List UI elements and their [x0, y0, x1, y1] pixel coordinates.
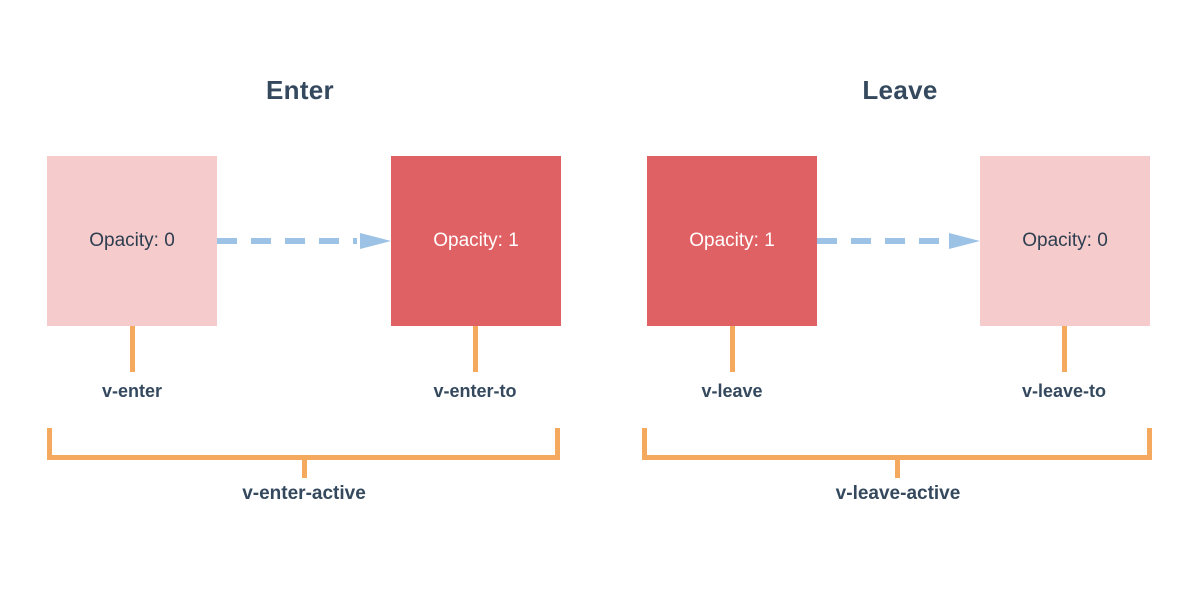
enter-transition-arrow: [217, 233, 391, 249]
leave-transition-arrow: [817, 233, 980, 249]
bracket-stem: [301, 460, 307, 478]
leave-active-label: v-leave-active: [835, 483, 961, 504]
leave-active-bracket: [642, 428, 1152, 478]
dashed-arrow-right-icon: [817, 233, 980, 249]
leave-to-tick: [1062, 326, 1067, 372]
panel-leave: Leave Opacity: 1 Opacity: 0 v-leave v-le…: [600, 0, 1200, 600]
bracket-right-arm: [555, 428, 560, 460]
enter-to-tick: [473, 326, 478, 372]
enter-from-tick: [130, 326, 135, 372]
enter-from-box: Opacity: 0: [47, 156, 217, 326]
enter-to-box: Opacity: 1: [391, 156, 561, 326]
leave-from-state-label: v-leave: [701, 381, 763, 401]
bracket-right-arm: [1147, 428, 1152, 460]
leave-from-tick: [730, 326, 735, 372]
bracket-stem: [895, 460, 900, 478]
enter-from-state-label: v-enter: [101, 381, 163, 401]
panel-enter: Enter Opacity: 0 Opacity: 1 v-enter v-en…: [47, 75, 561, 504]
leave-from-box: Opacity: 1: [647, 156, 817, 326]
leave-to-box: Opacity: 0: [980, 156, 1150, 326]
leave-to-state-label: v-leave-to: [1021, 381, 1107, 401]
enter-from-box-label: Opacity: 0: [89, 230, 175, 251]
bracket-left-arm: [47, 428, 52, 460]
enter-active-label: v-enter-active: [242, 483, 366, 504]
leave-from-box-label: Opacity: 1: [689, 230, 775, 251]
panel-title-enter: Enter: [266, 75, 334, 105]
panel-title-leave: Leave: [862, 75, 938, 105]
enter-to-box-label: Opacity: 1: [433, 230, 519, 251]
leave-to-box-label: Opacity: 0: [1022, 230, 1108, 251]
bracket-left-arm: [642, 428, 647, 460]
bracket-rail: [642, 455, 1152, 460]
dashed-arrow-right-icon: [217, 233, 391, 249]
enter-to-state-label: v-enter-to: [433, 381, 517, 401]
bracket-rail: [47, 455, 560, 460]
enter-active-bracket: [47, 428, 560, 478]
